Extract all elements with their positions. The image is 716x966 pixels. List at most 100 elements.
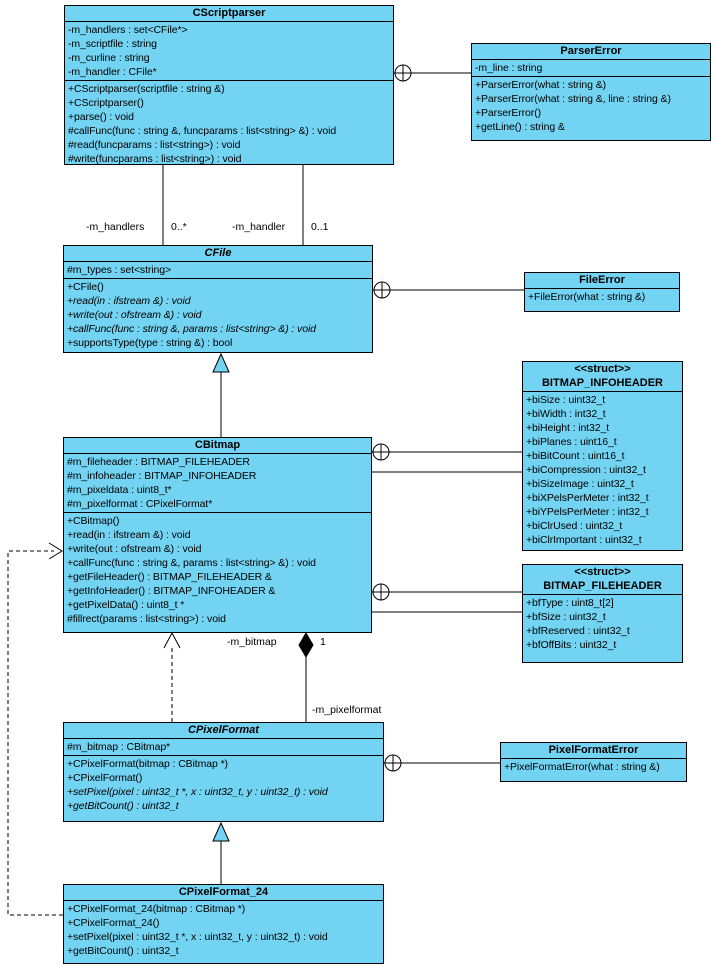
operation-line: +parse() : void <box>68 111 134 123</box>
operation-line: +CScriptparser(scriptfile : string &) <box>68 83 225 95</box>
operation-line: +getFileHeader() : BITMAP_FILEHEADER & <box>67 571 272 583</box>
attribute-line: +biHeight : int32_t <box>526 422 610 434</box>
multiplicity-label-handlers: 0..* <box>171 221 187 233</box>
class-cbitmap: CBitmap #m_fileheader : BITMAP_FILEHEADE… <box>63 437 372 633</box>
multiplicity-label-handler: 0..1 <box>311 221 329 233</box>
operation-line: +PixelFormatError(what : string &) <box>504 761 660 773</box>
anchor-cbitmap-fileheader <box>372 583 522 601</box>
operations-compartment: +FileError(what : string &) <box>525 288 679 305</box>
operation-line: +getBitCount() : uint32_t <box>67 945 179 957</box>
class-parsererror: ParserError -m_line : string +ParserErro… <box>471 43 711 141</box>
attribute-line: +bfOffBits : uint32_t <box>526 639 617 651</box>
operation-line: +CPixelFormat_24(bitmap : CBitmap *) <box>67 903 246 915</box>
anchor-cscriptparser-parsererror <box>394 64 471 82</box>
attribute-line: +biXPelsPerMeter : int32_t <box>526 492 649 504</box>
class-name: ParserError <box>560 45 622 57</box>
anchor-cfile-fileerror <box>373 281 524 299</box>
operations-compartment: +CBitmap() +read(in : ifstream &) : void… <box>64 512 371 627</box>
attribute-line: -m_handler : CFile* <box>68 66 157 78</box>
operation-line: +CPixelFormat_24() <box>67 917 160 929</box>
operation-line: +read(in : ifstream &) : void <box>67 529 191 541</box>
multiplicity-label-bitmap: 1 <box>320 636 326 648</box>
attribute-line: +biClrImportant : uint32_t <box>526 534 642 546</box>
operation-line: +ParserError(what : string &, line : str… <box>475 93 671 105</box>
open-arrowhead-icon <box>163 631 181 649</box>
operation-line: +CScriptparser() <box>68 97 144 109</box>
class-name: FileError <box>579 274 625 286</box>
operation-line: +CPixelFormat(bitmap : CBitmap *) <box>67 758 228 770</box>
attribute-line: -m_curline : string <box>68 52 150 64</box>
class-name: BITMAP_FILEHEADER <box>543 580 662 592</box>
attribute-line: #m_fileheader : BITMAP_FILEHEADER <box>67 456 250 468</box>
triangle-arrowhead-icon <box>212 352 230 373</box>
stereotype-label: <<struct>> <box>574 363 631 375</box>
attribute-line: #m_infoheader : BITMAP_INFOHEADER <box>67 470 257 482</box>
anchor-cbitmap-infoheader <box>372 443 522 461</box>
containment-anchor-icon <box>373 281 391 299</box>
attributes-compartment: +biSize : uint32_t +biWidth : int32_t +b… <box>523 391 682 548</box>
attribute-line: #m_pixeldata : uint8_t* <box>67 484 172 496</box>
operation-line: +ParserError() <box>475 107 541 119</box>
operation-line: +CPixelFormat() <box>67 772 143 784</box>
operation-line: +supportsType(type : string &) : bool <box>67 337 233 349</box>
attribute-line: #m_types : set<string> <box>67 264 172 276</box>
attribute-line: #m_bitmap : CBitmap* <box>67 741 171 753</box>
operation-line: +CBitmap() <box>67 515 120 527</box>
attribute-line: +biPlanes : uint16_t <box>526 436 617 448</box>
class-name: CPixelFormat_24 <box>178 886 269 898</box>
attribute-line: +bfType : uint8_t[2] <box>526 597 614 609</box>
generalization-cbitmap-cfile <box>212 352 230 437</box>
operation-line: +getPixelData() : uint8_t * <box>67 599 185 611</box>
attribute-line: +bfSize : uint32_t <box>526 611 606 623</box>
operations-compartment: +CPixelFormat_24(bitmap : CBitmap *) +CP… <box>64 900 383 959</box>
attribute-line: -m_line : string <box>475 62 543 74</box>
attributes-compartment: +bfType : uint8_t[2] +bfSize : uint32_t … <box>523 594 682 653</box>
dependency-cpixelformat-cbitmap <box>163 631 181 722</box>
class-cpixelformat24: CPixelFormat_24 +CPixelFormat_24(bitmap … <box>63 884 384 964</box>
operation-line: +CFile() <box>67 281 104 293</box>
class-name: CFile <box>204 247 232 259</box>
triangle-arrowhead-icon <box>212 821 230 842</box>
operation-line: +write(out : ofstream &) : void <box>67 309 202 321</box>
containment-anchor-icon <box>372 583 390 601</box>
role-label-m-handlers: -m_handlers <box>86 221 145 233</box>
operations-compartment: +CScriptparser(scriptfile : string &) +C… <box>65 80 393 165</box>
containment-anchor-icon <box>394 64 412 82</box>
attributes-compartment: #m_fileheader : BITMAP_FILEHEADER #m_inf… <box>64 453 371 512</box>
attribute-line: -m_scriptfile : string <box>68 38 157 50</box>
class-name: CPixelFormat <box>188 724 259 736</box>
class-name: PixelFormatError <box>548 744 639 756</box>
operation-line: +setPixel(pixel : uint32_t *, x : uint32… <box>67 786 328 798</box>
operation-line: +read(in : ifstream &) : void <box>67 295 191 307</box>
generalization-cpixelformat24-cpixelformat <box>212 821 230 884</box>
composition-diamond-icon <box>298 632 314 658</box>
attributes-compartment: #m_types : set<string> <box>64 261 372 278</box>
operation-line: +ParserError(what : string &) <box>475 79 607 91</box>
operation-line: +write(out : ofstream &) : void <box>67 543 202 555</box>
class-bitmap-infoheader: <<struct>> BITMAP_INFOHEADER +biSize : u… <box>522 361 683 551</box>
operations-compartment: +CFile() +read(in : ifstream &) : void +… <box>64 278 372 351</box>
attributes-compartment: -m_handlers : set<CFile*> -m_scriptfile … <box>65 21 393 80</box>
operation-line: #write(funcparams : list<string>) : void <box>68 153 242 165</box>
attributes-compartment: -m_line : string <box>472 59 710 76</box>
operations-compartment: +CPixelFormat(bitmap : CBitmap *) +CPixe… <box>64 755 383 814</box>
attribute-line: +biCompression : uint32_t <box>526 464 646 476</box>
operation-line: #fillrect(params : list<string>) : void <box>67 613 226 625</box>
attribute-line: +bfReserved : uint32_t <box>526 625 630 637</box>
attribute-line: +biClrUsed : uint32_t <box>526 520 623 532</box>
dependency-cpixelformat24-cbitmap <box>7 542 63 916</box>
operation-line: #callFunc(func : string &, funcparams : … <box>68 125 337 137</box>
operation-line: +getInfoHeader() : BITMAP_INFOHEADER & <box>67 585 276 597</box>
class-cfile: CFile #m_types : set<string> +CFile() +r… <box>63 245 373 353</box>
operation-line: +setPixel(pixel : uint32_t *, x : uint32… <box>67 931 328 943</box>
class-pixelformaterror: PixelFormatError +PixelFormatError(what … <box>500 742 687 782</box>
class-name: CBitmap <box>194 439 241 451</box>
open-arrowhead-icon <box>48 542 63 560</box>
class-cpixelformat: CPixelFormat #m_bitmap : CBitmap* +CPixe… <box>63 722 384 822</box>
operation-line: +getBitCount() : uint32_t <box>67 800 179 812</box>
composition-cbitmap-cpixelformat <box>298 632 314 722</box>
containment-anchor-icon <box>384 754 402 772</box>
role-label-m-handler: -m_handler <box>232 221 286 233</box>
class-cscriptparser: CScriptparser -m_handlers : set<CFile*> … <box>64 5 394 165</box>
